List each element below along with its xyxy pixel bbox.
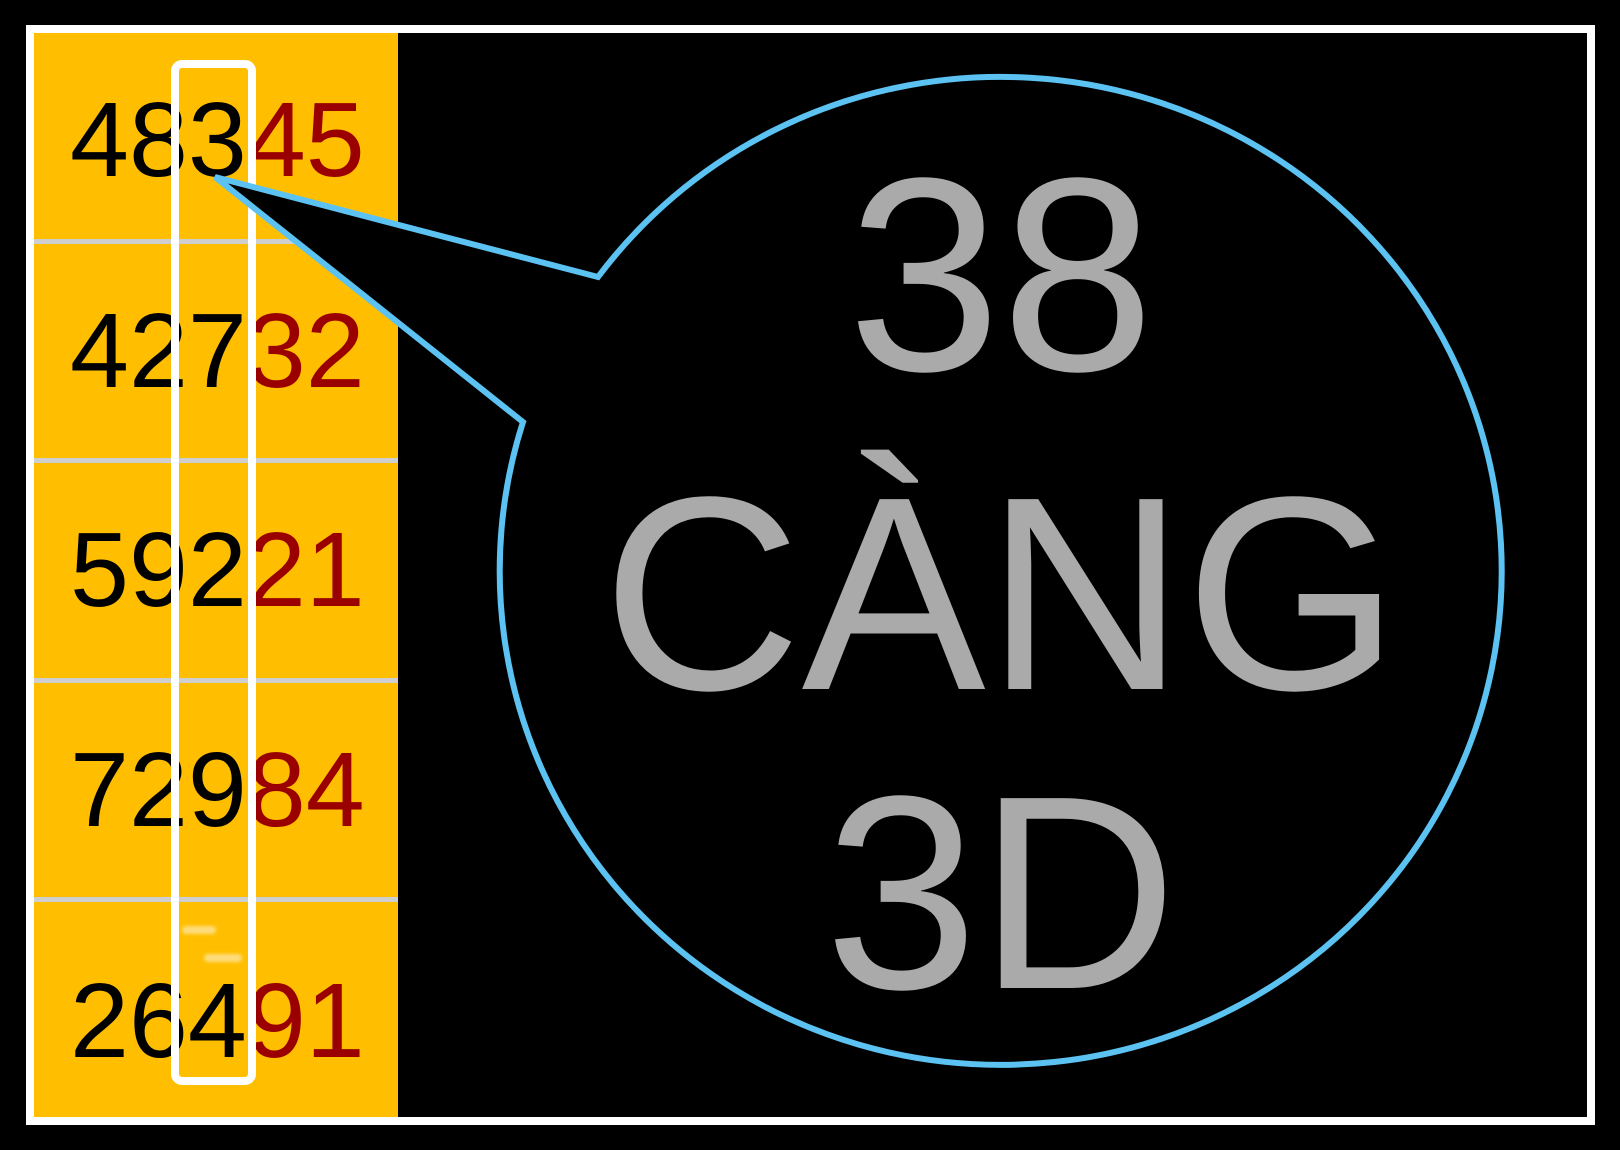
number-tail-digits: 45 (246, 81, 365, 199)
number-tail-digits: 91 (246, 962, 365, 1080)
number-tail-digits: 84 (246, 731, 365, 849)
highlighted-column-box (171, 60, 256, 1085)
callout-label: CÀNG (602, 440, 1400, 748)
number-tail-digits: 21 (246, 511, 365, 629)
callout-number: 38 (847, 121, 1155, 429)
callout-type: 3D (824, 739, 1178, 1047)
smudge-mark (182, 926, 216, 934)
number-tail-digits: 32 (246, 292, 365, 410)
